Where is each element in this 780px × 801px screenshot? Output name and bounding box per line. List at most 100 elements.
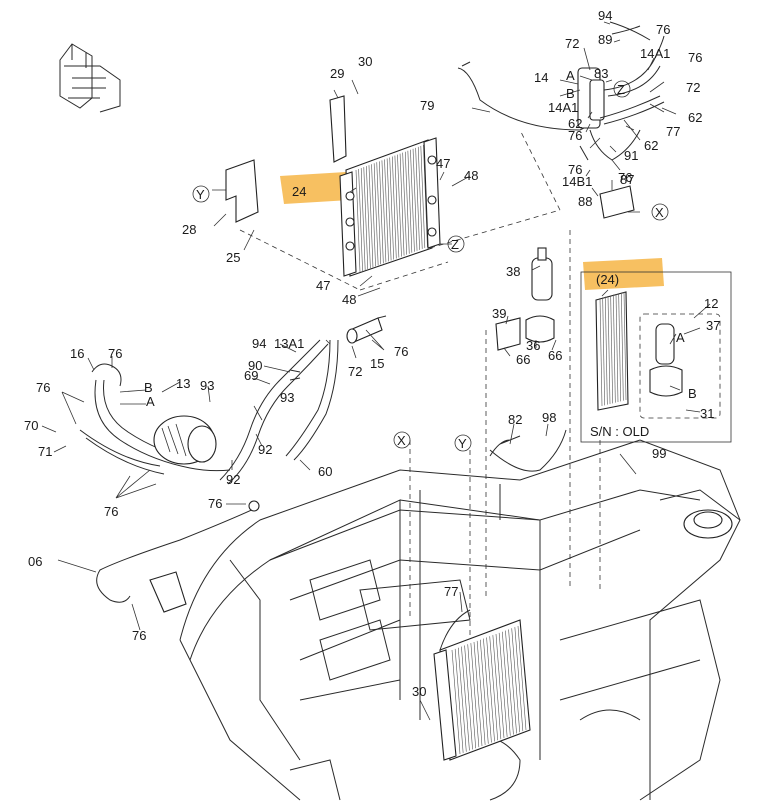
label-30-top: 30 [358, 54, 372, 69]
label-A-left: A [146, 394, 155, 409]
label-A-top: A [566, 68, 575, 83]
label-66-b: 66 [548, 348, 562, 363]
label-79: 79 [420, 98, 434, 113]
label-48-b: 48 [342, 292, 356, 307]
label-94-mid: 94 [252, 336, 266, 351]
label-39: 39 [492, 306, 506, 321]
label-72-b: 72 [686, 80, 700, 95]
label-B-old: B [688, 386, 697, 401]
callout-circles [192, 80, 669, 452]
label-76-clip: 76 [132, 628, 146, 643]
label-06: 06 [28, 554, 42, 569]
label-38: 38 [506, 264, 520, 279]
label-82: 82 [508, 412, 522, 427]
label-71: 71 [38, 444, 52, 459]
bracket-29 [329, 95, 347, 163]
label-76-hose: 76 [394, 344, 408, 359]
condenser-main [339, 137, 441, 277]
label-48-a: 48 [464, 168, 478, 183]
label-37: 37 [706, 318, 720, 333]
label-72-a: 72 [565, 36, 579, 51]
label-B-top: B [566, 86, 575, 101]
label-13A1: 13A1 [274, 336, 304, 351]
bracket-28 [225, 159, 259, 223]
label-62-b: 62 [688, 110, 702, 125]
label-24-old: (24) [596, 272, 619, 287]
label-92-a: 92 [258, 442, 272, 457]
label-94-top: 94 [598, 8, 612, 23]
label-24: 24 [292, 184, 306, 199]
label-93-b: 93 [280, 390, 294, 405]
label-X-frame: X [397, 433, 406, 448]
upper-frame [179, 439, 741, 801]
label-76-wire: 76 [208, 496, 222, 511]
label-62-c: 62 [644, 138, 658, 153]
part-labels: 94 76 89 72 14A1 76 14 A B 83 72 Z 14A1 … [24, 8, 720, 699]
label-30-bot: 30 [412, 684, 426, 699]
label-93-a: 93 [200, 378, 214, 393]
label-83: 83 [594, 66, 608, 81]
label-99: 99 [652, 446, 666, 461]
label-76-top1: 76 [656, 22, 670, 37]
label-A-old: A [676, 330, 685, 345]
label-76-mid: 76 [568, 128, 582, 143]
label-47-a: 47 [436, 156, 450, 171]
label-25: 25 [226, 250, 240, 265]
label-76-bot: 76 [104, 504, 118, 519]
label-87: 87 [620, 172, 634, 187]
label-14A1-top: 14A1 [640, 46, 670, 61]
label-77-bot: 77 [444, 584, 458, 599]
cooler-bottom [433, 609, 531, 761]
label-Z-mid: Z [451, 237, 459, 252]
label-13: 13 [176, 376, 190, 391]
wiring-harness [96, 500, 260, 613]
pipe-15 [346, 315, 387, 344]
label-36: 36 [526, 338, 540, 353]
wire-82-98 [489, 429, 567, 472]
label-69: 69 [244, 368, 258, 383]
sn-old-inset [580, 271, 732, 443]
label-77-top: 77 [666, 124, 680, 139]
label-76-mid2: 76 [568, 162, 582, 177]
label-14A1-mid: 14A1 [548, 100, 578, 115]
label-16: 16 [70, 346, 84, 361]
label-66-a: 66 [516, 352, 530, 367]
label-sn-old: S/N : OLD [590, 424, 649, 439]
label-76-top2: 76 [688, 50, 702, 65]
label-Y-frame: Y [458, 436, 467, 451]
bracket-39 [495, 315, 555, 351]
label-92-b: 92 [226, 472, 240, 487]
label-60: 60 [318, 464, 332, 479]
label-12: 12 [704, 296, 718, 311]
label-76-r: 76 [618, 170, 632, 185]
label-47-b: 47 [316, 278, 330, 293]
label-B-left: B [144, 380, 153, 395]
label-14B1: 14B1 [562, 174, 592, 189]
label-98: 98 [542, 410, 556, 425]
orientation-icon [59, 43, 121, 113]
label-14: 14 [534, 70, 548, 85]
hoses [79, 339, 339, 485]
pipe-assembly-top [457, 21, 665, 219]
highlight-24 [280, 172, 350, 204]
label-15: 15 [370, 356, 384, 371]
label-76-cmp: 76 [108, 346, 122, 361]
receiver-drier-38 [531, 247, 553, 301]
label-91: 91 [624, 148, 638, 163]
label-72-mid: 72 [348, 364, 362, 379]
leader-lines [41, 21, 711, 721]
label-89: 89 [598, 32, 612, 47]
label-90: 90 [248, 358, 262, 373]
label-88: 88 [578, 194, 592, 209]
label-76-left: 76 [36, 380, 50, 395]
label-28: 28 [182, 222, 196, 237]
compressor [153, 415, 217, 465]
highlight-24-old [583, 258, 664, 290]
label-70: 70 [24, 418, 38, 433]
label-Y-left: Y [196, 187, 205, 202]
label-X-top: X [655, 205, 664, 220]
label-29: 29 [330, 66, 344, 81]
label-31: 31 [700, 406, 714, 421]
label-Z-top: Z [617, 82, 625, 97]
